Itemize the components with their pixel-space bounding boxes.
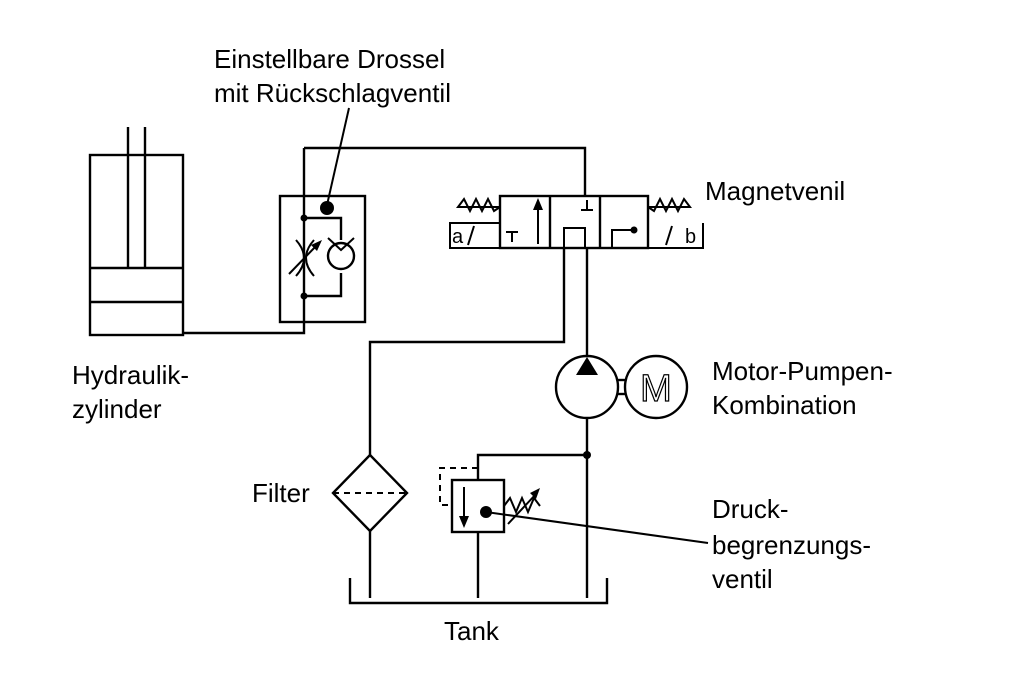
filter-label: Filter [252, 478, 310, 508]
motor-pump-label-line1: Motor-Pumpen- [712, 356, 893, 386]
throttle-check-valve [278, 148, 367, 324]
relief-label-line2: begrenzungs- [712, 530, 871, 560]
cylinder-label-line1: Hydraulik- [72, 360, 190, 390]
throttle-label-line2: mit Rückschlagventil [214, 78, 451, 108]
solenoid-b-label: b [685, 226, 696, 248]
solenoid-a-label: a [452, 226, 464, 248]
motor-symbol: M [640, 368, 672, 410]
solenoid-valve: a b [449, 194, 704, 250]
hydraulic-cylinder [88, 127, 185, 337]
line-valve-to-filter [368, 248, 566, 455]
motor-pump: M [554, 354, 689, 420]
tank-label: Tank [444, 616, 499, 646]
cylinder-label-line2: zylinder [72, 394, 162, 424]
motor-pump-label-line2: Kombination [712, 390, 857, 420]
junction-dot [583, 451, 591, 459]
relief-label-line1: Druck- [712, 494, 789, 524]
relief-leader-line [485, 511, 709, 544]
throttle-leader-line [326, 107, 350, 206]
line-pump-to-relief [476, 453, 587, 480]
filter [331, 453, 409, 598]
pressure-relief-valve [439, 467, 541, 598]
throttle-label-line1: Einstellbare Drossel [214, 44, 446, 74]
line-cylinder-to-throttle [183, 322, 306, 335]
relief-label-line3: ventil [712, 564, 773, 594]
tank [348, 578, 609, 605]
magnet-valve-label: Magnetvenil [705, 176, 846, 206]
line-throttle-to-valve [304, 146, 587, 196]
